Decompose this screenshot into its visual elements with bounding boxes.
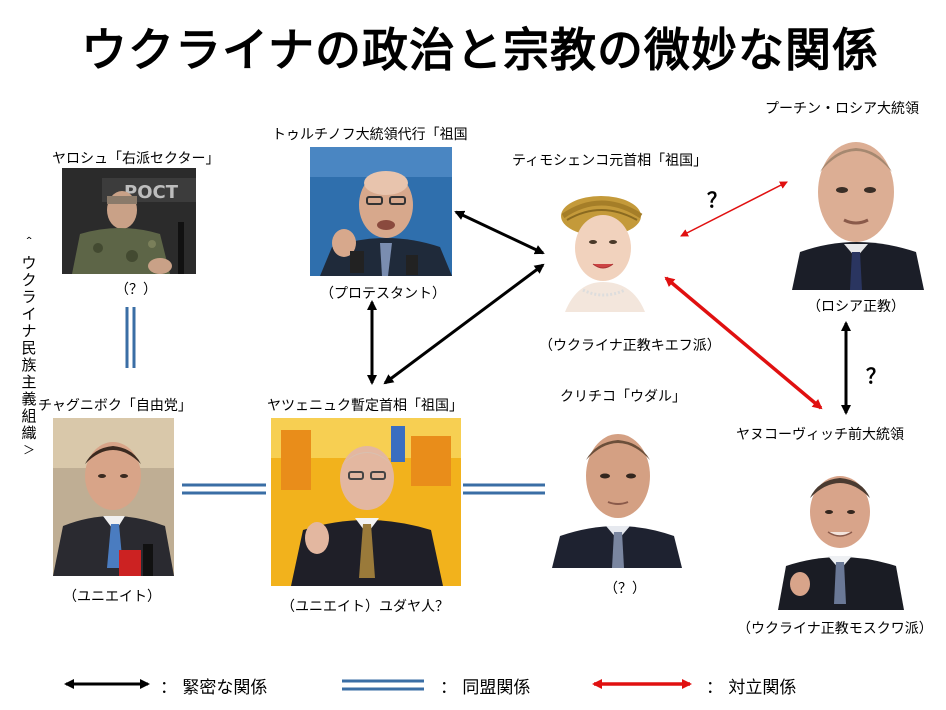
yarosh-religion: （？）	[115, 282, 157, 298]
klitschko-photo	[552, 418, 682, 568]
nationalist-organizations-label: ＾ ウ ク ラ イ ナ 民 族 主 義 組 織 ＞	[14, 238, 44, 459]
alliance-link-yarosh-tyahnybok	[125, 307, 136, 368]
yarosh-caption: ヤロシュ「右派セクター」	[52, 151, 220, 167]
tyahnybok-photo	[53, 418, 174, 576]
close-link-turchynov-tymoshenko	[454, 210, 545, 255]
legend-alliance-label: ： 同盟関係	[440, 678, 531, 698]
tymoshenko-photo	[553, 186, 657, 312]
legend-alliance-lines	[342, 679, 424, 691]
tyahnybok-religion: （ユニエイト）	[63, 589, 161, 605]
conflict-link-tymoshenko-yanukovych	[664, 276, 823, 410]
yanukovych-photo	[778, 454, 904, 610]
legend-conflict-label: ： 対立関係	[706, 678, 797, 698]
putin-photo	[792, 120, 924, 290]
page-title: ウクライナの政治と宗教の微妙な関係	[80, 23, 880, 77]
tymoshenko-caption: ティモシェンコ元首相「祖国」	[512, 153, 708, 169]
side-label-char: 義	[21, 390, 37, 408]
side-label-char: ＾	[20, 237, 37, 256]
conflict-link-tymoshenko-putin	[680, 181, 788, 237]
side-label-char: 族	[21, 356, 37, 374]
side-label-char: 主	[21, 373, 37, 391]
legend-close-label: ： 緊密な関係	[160, 678, 268, 698]
klitschko-religion: （？）	[604, 581, 646, 597]
side-label-char: ＞	[22, 443, 35, 457]
close-link-yatsenyuk-tymoshenko	[383, 263, 545, 385]
alliance-link-tyahnybok-yatsenyuk	[182, 483, 266, 495]
klitschko-caption: クリチコ「ウダル」	[560, 389, 686, 405]
yanukovych-caption: ヤヌコーヴィッチ前大統領	[736, 427, 904, 443]
question-mark-tymoshenko-putin: ？	[707, 188, 727, 212]
side-label-char: 民	[21, 339, 37, 357]
side-label-char: ク	[21, 271, 37, 289]
yatsenyuk-religion: （ユニエイト）ユダヤ人？	[281, 599, 449, 615]
yanukovych-religion: （ウクライナ正教モスクワ派）	[737, 621, 933, 637]
alliance-link-yatsenyuk-klitschko	[463, 483, 545, 495]
side-label-char: ウ	[21, 254, 37, 272]
side-label-char: 組	[21, 407, 37, 425]
yatsenyuk-photo	[271, 418, 461, 586]
yarosh-photo: POCT	[62, 168, 196, 274]
side-label-char: ナ	[21, 322, 37, 340]
question-mark-putin-yanukovych: ？	[866, 364, 886, 388]
tymoshenko-religion: （ウクライナ正教キエフ派）	[539, 338, 721, 354]
side-label-char: ラ	[21, 288, 37, 306]
tyahnybok-caption: チャグニボク「自由党」	[38, 398, 192, 414]
turchynov-photo	[310, 147, 452, 276]
turchynov-caption: トゥルチノフ大統領代行「祖国	[272, 127, 468, 143]
yatsenyuk-caption: ヤツェニュク暫定首相「祖国」	[267, 398, 463, 414]
turchynov-religion: （プロテスタント）	[320, 286, 446, 302]
side-label-char: 織	[21, 424, 37, 442]
putin-religion: （ロシア正教）	[807, 299, 905, 315]
side-label-char: イ	[21, 305, 37, 323]
putin-caption: プーチン・ロシア大統領	[765, 101, 919, 117]
yarosh-banner-text: POCT	[124, 182, 179, 203]
